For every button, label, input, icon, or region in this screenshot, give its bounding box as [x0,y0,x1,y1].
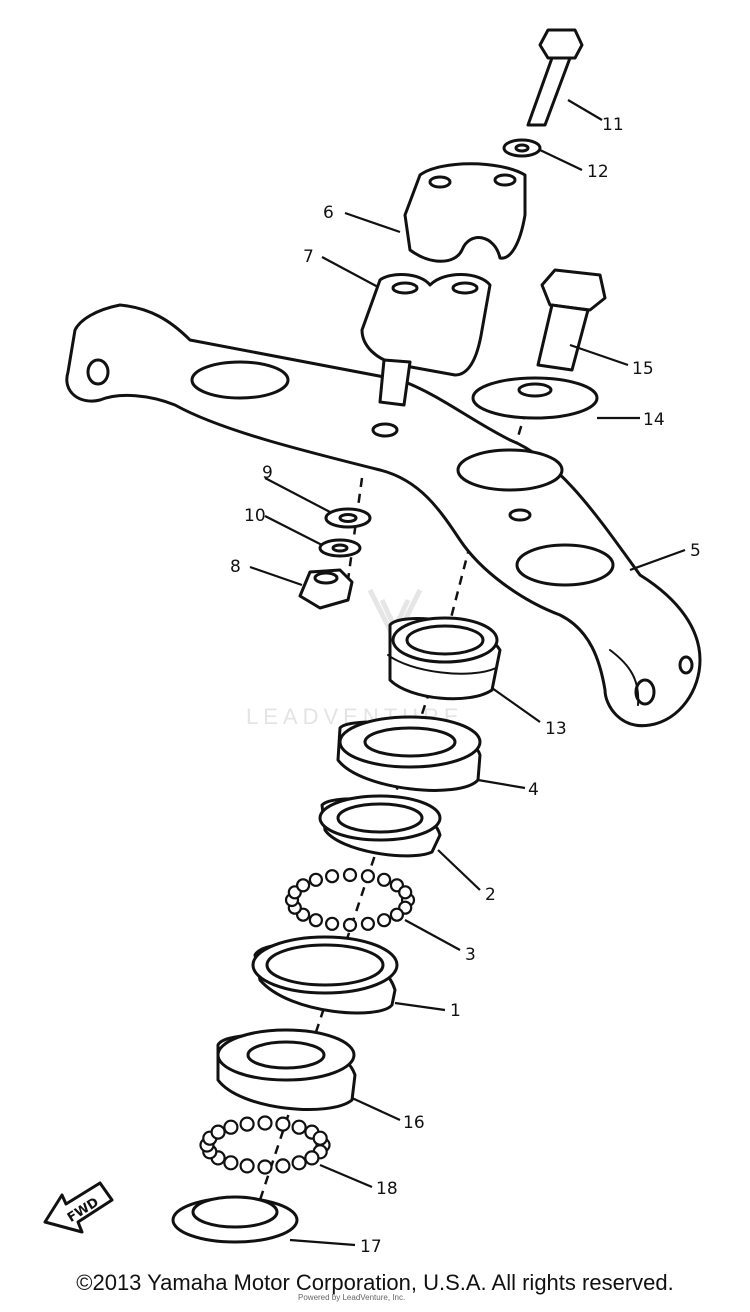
part-3-ball-set [284,867,416,933]
callout-1: 1 [450,1001,461,1021]
bearing-ball [291,1155,307,1171]
bearing-ball [360,916,375,931]
bearing-ball [325,869,340,884]
part-14-washer [471,376,599,420]
part-12-washer [502,138,542,158]
bearing-ball [257,1115,273,1131]
bearing-ball [296,878,311,893]
callout-numbers: 11 12 6 7 15 14 5 9 10 8 13 4 2 3 1 16 1… [230,115,701,1257]
part-9-washer [324,507,372,529]
bearing-ball [312,1130,328,1146]
part-13-ring-nut [387,616,502,701]
part-18-ball-set [199,1115,331,1175]
bearing-ball [291,1119,307,1135]
part-6-handlebar-holder-upper [403,162,527,263]
callout-4: 4 [528,780,539,800]
part-8-nut [298,568,354,610]
bearing-ball [257,1159,273,1175]
part-7-handlebar-holder-lower [360,273,492,407]
callout-10: 10 [244,506,266,526]
bearing-ball [360,869,375,884]
callout-18: 18 [376,1179,398,1199]
callout-14: 14 [643,410,665,430]
callout-15: 15 [632,359,654,379]
bearing-ball [304,1150,320,1166]
bearing-ball [275,1116,291,1132]
bearing-ball [377,913,392,928]
part-5-under-bracket [65,303,702,728]
bearing-ball [275,1158,291,1174]
bearing-ball [239,1158,255,1174]
forward-direction-arrow: FWD [43,1181,114,1234]
bearing-ball [342,867,358,883]
part-10-lock-washer [318,538,362,558]
part-2-bearing-race [318,794,442,858]
callout-17: 17 [360,1237,382,1257]
bearing-ball [308,913,323,928]
bearing-ball [325,916,340,931]
callout-7: 7 [303,247,314,267]
copyright-overlay-text: Powered by LeadVenture, Inc. [298,1293,405,1302]
bearing-ball [377,872,392,887]
callout-11: 11 [602,115,624,135]
callout-13: 13 [545,719,567,739]
bearing-ball [210,1124,226,1140]
callout-5: 5 [690,541,701,561]
part-4-bearing-race [336,715,482,792]
callout-12: 12 [587,162,609,182]
bearing-ball [239,1116,255,1132]
leader-lines [249,99,686,1247]
bearing-ball [389,907,404,922]
part-15-bolt [536,268,607,372]
callout-9: 9 [262,463,273,483]
callout-8: 8 [230,557,241,577]
callout-6: 6 [323,203,334,223]
bearing-ball [223,1155,239,1171]
bearing-ball [308,872,323,887]
bearing-ball [342,917,358,933]
part-16-bearing-race [216,1028,357,1111]
copyright-notice: ©2013 Yamaha Motor Corporation, U.S.A. A… [76,1270,674,1295]
part-11-bolt [526,28,584,127]
callout-16: 16 [403,1113,425,1133]
part-1-bearing-race [251,935,399,1015]
callout-3: 3 [465,945,476,965]
part-17-dust-seal [171,1195,299,1244]
callout-2: 2 [485,885,496,905]
bearing-ball [223,1119,239,1135]
bearing-ball [398,885,413,900]
